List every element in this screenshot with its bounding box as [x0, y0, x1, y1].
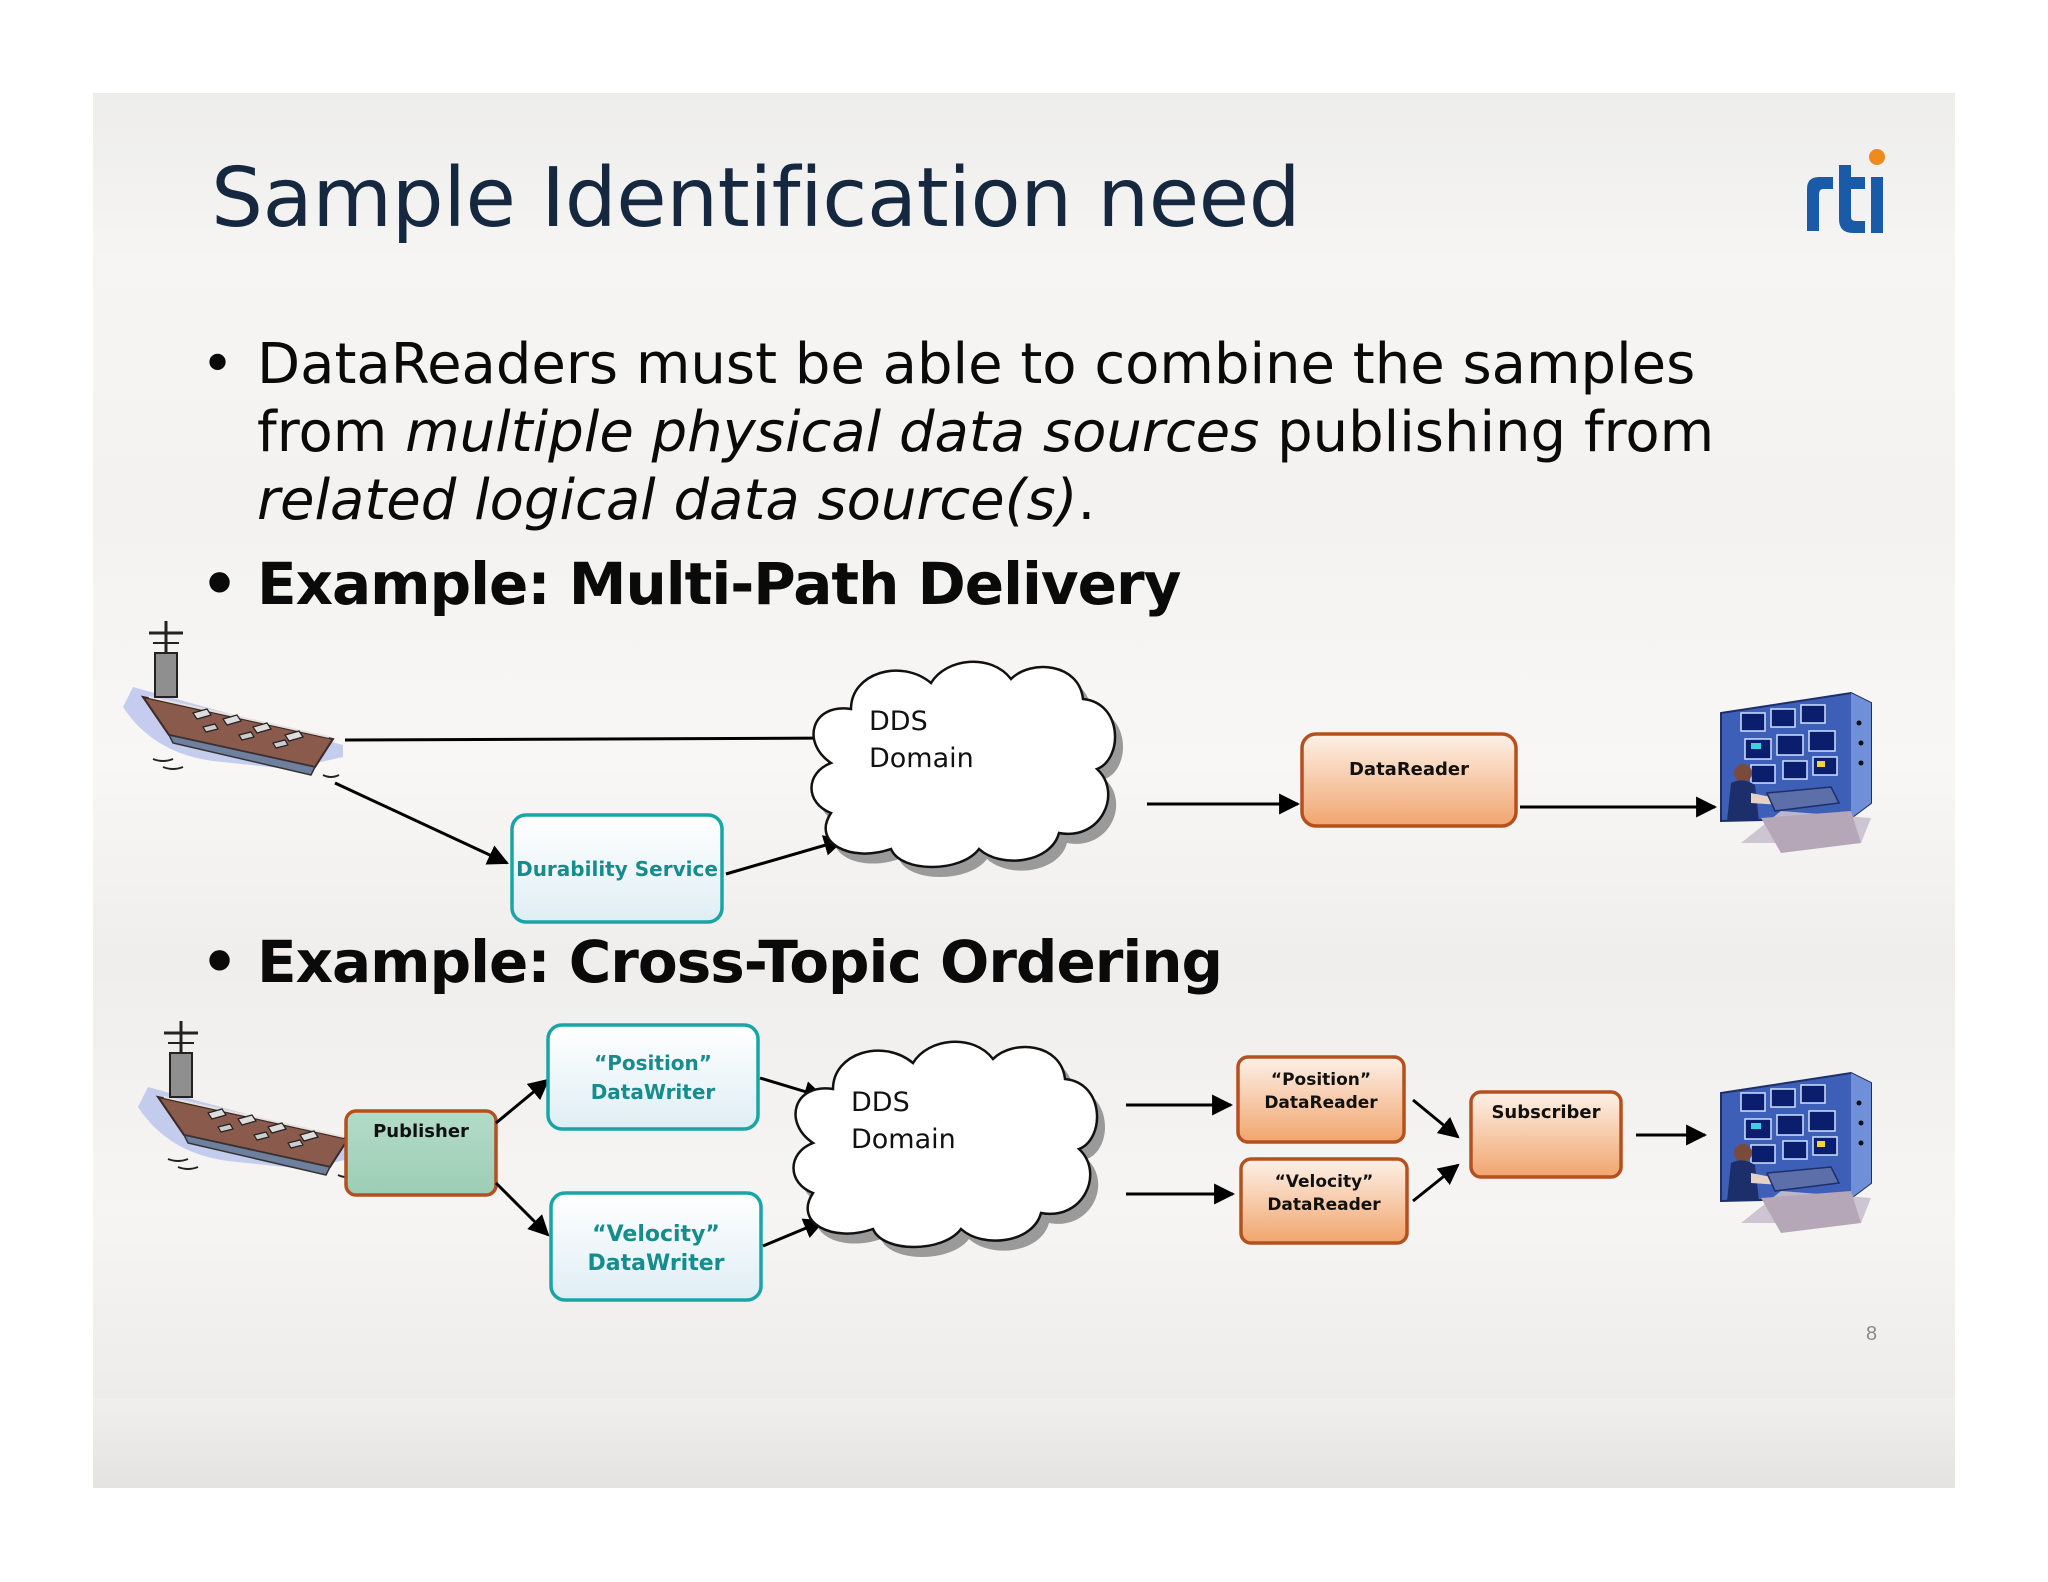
bullet-text: Example: Cross-Topic Ordering — [257, 928, 1223, 996]
bullet-text: Example: Multi-Path Delivery — [257, 550, 1181, 618]
slide: Sample Identification need rti • DataRea… — [93, 93, 1955, 1488]
dds-domain-cloud: DDS Domain — [792, 1040, 1106, 1257]
arrow-ship-to-durability — [334, 781, 509, 865]
velocity-reader-label-line2: DataReader — [1267, 1195, 1381, 1215]
bullet-line-1: DataReaders must be able to combine the … — [257, 332, 1696, 397]
position-reader-label-line2: DataReader — [1264, 1093, 1378, 1113]
control-room-operator-icon — [1720, 692, 1872, 854]
bullet-text: DataReaders must be able to combine the … — [257, 331, 1714, 535]
arrow-publisher-to-position-writer — [495, 1078, 550, 1125]
publisher-label: Publisher — [373, 1121, 469, 1142]
cloud-label-line1: DDS — [851, 1087, 910, 1118]
delivery-diagrams: DDS Domain Durability Service DataReader… — [121, 619, 1872, 1302]
durability-service-box: Durability Service — [510, 813, 724, 924]
subscriber-box: Subscriber — [1469, 1090, 1623, 1179]
bullet-line-2-suffix: publishing from — [1259, 400, 1715, 465]
slide-title: Sample Identification need — [211, 151, 1301, 246]
position-datareader-box: “Position” DataReader — [1236, 1055, 1406, 1144]
control-room-operator-icon — [1720, 1072, 1872, 1234]
rti-logo: rti — [1807, 149, 1885, 233]
publisher-box: Publisher — [344, 1109, 498, 1197]
arrow-velocity-reader-to-subscriber — [1412, 1163, 1460, 1203]
bullet-dot: • — [201, 550, 239, 618]
bullet-line-2-italic: multiple physical data sources — [405, 400, 1260, 465]
datareader-box: DataReader — [1300, 732, 1518, 828]
bullet-dot: • — [201, 332, 235, 397]
durability-service-label: Durability Service — [516, 857, 718, 881]
bullet-line-3-italic: related logical data source(s) — [257, 468, 1078, 533]
dds-domain-cloud: DDS Domain — [810, 660, 1124, 877]
position-writer-label-line2: DataWriter — [591, 1080, 716, 1104]
position-datawriter-box: “Position” DataWriter — [546, 1023, 760, 1131]
datareader-label: DataReader — [1349, 759, 1469, 780]
aircraft-carrier-icon — [121, 619, 345, 779]
position-writer-label-line1: “Position” — [594, 1051, 712, 1075]
cloud-label-line2: Domain — [851, 1124, 956, 1155]
arrow-ship-to-domain — [344, 727, 846, 749]
aircraft-carrier-icon — [136, 1019, 360, 1179]
arrow-velocity-writer-to-domain — [762, 1218, 825, 1248]
slide-footer-band — [93, 1398, 1955, 1488]
position-reader-label-line1: “Position” — [1271, 1070, 1371, 1090]
velocity-datareader-box: “Velocity” DataReader — [1239, 1157, 1409, 1245]
bullet-dot: • — [201, 928, 239, 996]
subscriber-label: Subscriber — [1491, 1102, 1600, 1123]
velocity-writer-label-line1: “Velocity” — [592, 1222, 720, 1247]
velocity-datawriter-box: “Velocity” DataWriter — [549, 1191, 763, 1302]
velocity-reader-label-line1: “Velocity” — [1275, 1172, 1374, 1192]
arrow-position-reader-to-subscriber — [1412, 1098, 1460, 1139]
bullet-line-2-prefix: from — [257, 400, 406, 465]
arrow-publisher-to-velocity-writer — [494, 1181, 550, 1237]
cloud-label-line2: Domain — [869, 743, 974, 774]
cloud-label-line1: DDS — [869, 706, 928, 737]
arrow-durability-to-domain — [725, 835, 846, 876]
bullet-line-3-suffix: . — [1077, 468, 1096, 533]
page-number: 8 — [1866, 1323, 1878, 1345]
velocity-writer-label-line2: DataWriter — [587, 1251, 724, 1276]
